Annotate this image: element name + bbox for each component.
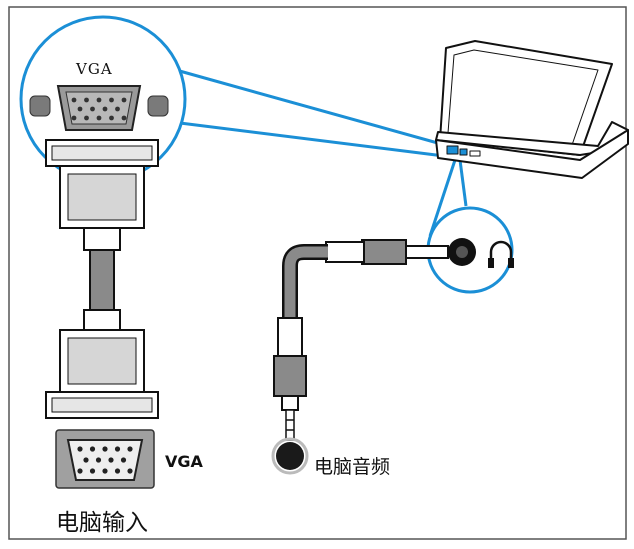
pin: [115, 106, 120, 112]
pin: [71, 115, 77, 121]
vga-plug-bottom: [45, 309, 159, 419]
vga-cable: [89, 249, 115, 311]
pin: [77, 468, 83, 474]
pin: [127, 468, 133, 474]
pin: [121, 115, 127, 121]
audio-callout-lines: [428, 159, 468, 237]
vga-callout-lines: [175, 68, 453, 159]
pin: [96, 115, 102, 121]
pin: [109, 97, 114, 103]
pin: [77, 446, 83, 452]
pin: [84, 115, 89, 121]
pin: [102, 446, 108, 452]
pin: [89, 446, 96, 452]
pin: [84, 97, 89, 103]
vga-pins: [71, 97, 127, 121]
laptop-hinge: [435, 121, 629, 156]
vga-port-label: VGA: [165, 452, 203, 471]
pin: [109, 115, 114, 121]
vga-connector-face: [29, 85, 169, 131]
laptop-vga-port: [446, 145, 459, 155]
pin: [83, 457, 89, 463]
pin: [127, 446, 133, 452]
outer-frame: [8, 6, 627, 540]
pin: [71, 97, 77, 103]
pin: [89, 468, 96, 474]
vga-port-icon: [55, 429, 155, 489]
pc-audio-label: 电脑音频: [314, 456, 391, 478]
laptop: [435, 40, 629, 179]
pin: [114, 446, 121, 452]
pin: [114, 468, 121, 474]
laptop-audio-port: [459, 148, 468, 156]
headphone-icon: [488, 240, 514, 268]
audio-cable: [271, 239, 449, 475]
pin: [120, 457, 127, 463]
pin: [102, 106, 108, 112]
pin: [121, 97, 127, 103]
laptop-lid: [439, 40, 613, 156]
pin: [77, 106, 83, 112]
pin: [102, 468, 108, 474]
pin: [96, 97, 102, 103]
pin: [90, 106, 95, 112]
pin: [108, 457, 114, 463]
vga-plug-top: [45, 139, 159, 251]
vga-label-top: VGA: [76, 60, 113, 78]
laptop-base: [435, 129, 629, 179]
pin: [95, 457, 102, 463]
pc-input-label: 电脑输入: [56, 510, 148, 536]
